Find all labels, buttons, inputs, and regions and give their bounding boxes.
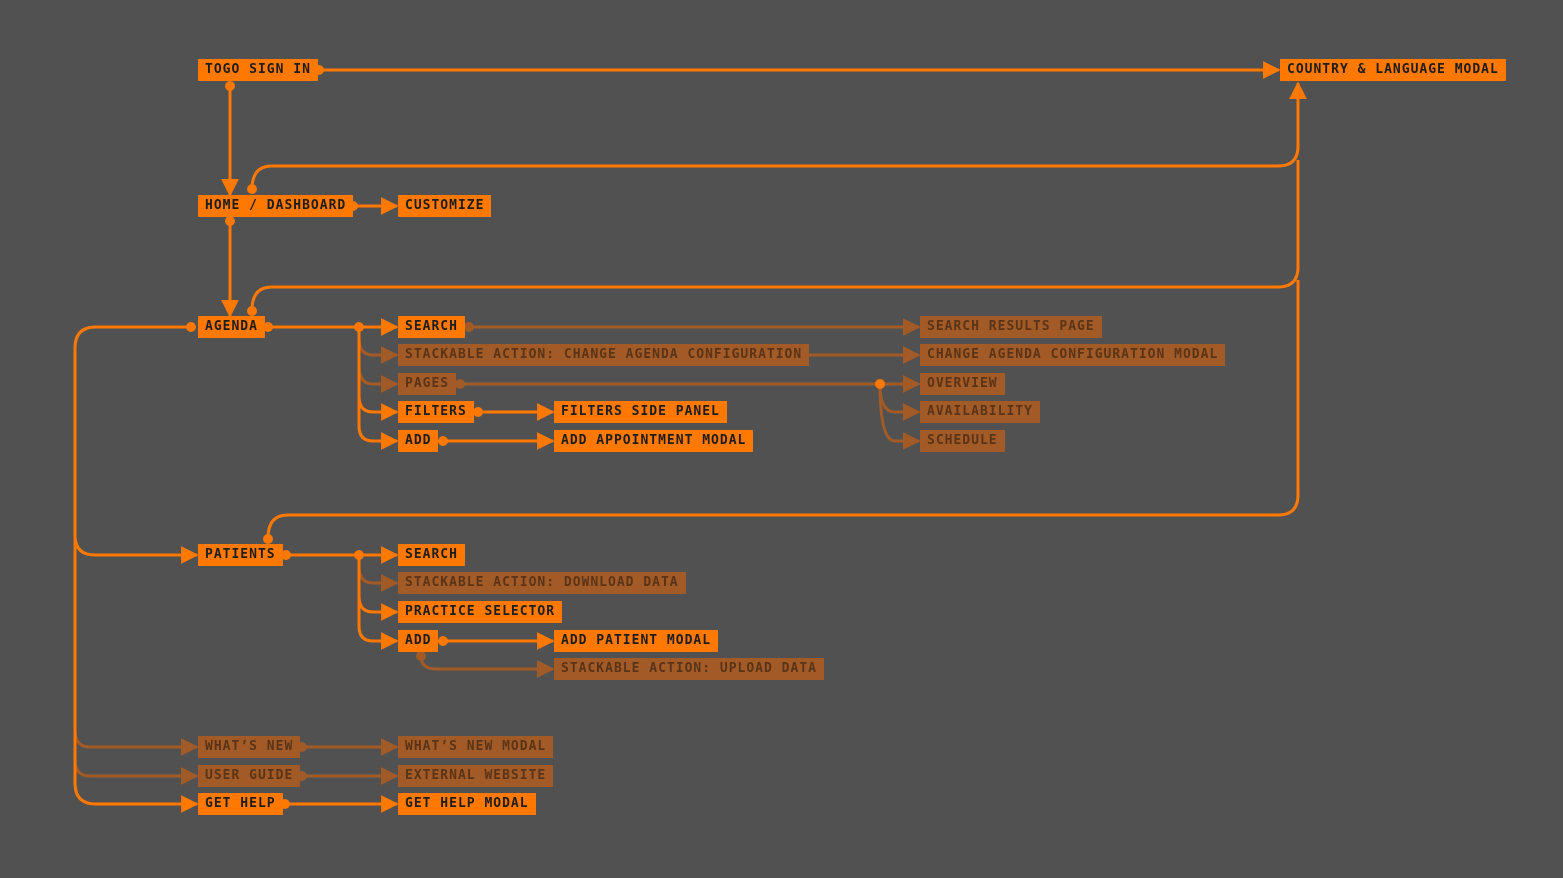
node-togo-sign-in[interactable]: TOGO SIGN IN — [198, 59, 318, 81]
node-filters[interactable]: FILTERS — [398, 401, 474, 423]
edge-agenda-country — [250, 160, 1300, 311]
node-practice-selector[interactable]: PRACTICE SELECTOR — [398, 601, 563, 623]
node-stackable-upload[interactable]: STACKABLE ACTION: UPLOAD DATA — [554, 658, 824, 680]
node-agenda[interactable]: AGENDA — [198, 316, 265, 338]
node-overview[interactable]: OVERVIEW — [920, 373, 1005, 395]
edge-root-userguide — [73, 759, 199, 785]
node-change-agenda-modal[interactable]: CHANGE AGENDA CONFIGURATION MODAL — [920, 344, 1226, 366]
edge-agenda-add — [357, 425, 399, 450]
node-add-patient-modal[interactable]: ADD PATIENT MODAL — [554, 630, 719, 652]
node-home-dashboard[interactable]: HOME / DASHBOARD — [198, 195, 354, 217]
edge-patients-download — [357, 565, 399, 592]
node-add-appointment-modal[interactable]: ADD APPOINTMENT MODAL — [554, 430, 754, 452]
node-agenda-search[interactable]: SEARCH — [398, 316, 465, 338]
node-stackable-download[interactable]: STACKABLE ACTION: DOWNLOAD DATA — [398, 572, 686, 594]
edge-root-whatsnew — [73, 729, 199, 756]
edge-add-upload — [416, 651, 555, 678]
node-country-language-modal[interactable]: COUNTRY & LANGUAGE MODAL — [1280, 59, 1506, 81]
edge-patients-add — [357, 625, 399, 650]
junction-patients — [354, 550, 364, 560]
node-patients-search[interactable]: SEARCH — [398, 544, 465, 566]
edge-agenda-root-loop — [73, 322, 199, 813]
node-schedule[interactable]: SCHEDULE — [920, 430, 1005, 452]
node-agenda-add[interactable]: ADD — [398, 430, 439, 452]
edge-agenda-pages — [357, 365, 399, 393]
node-availability[interactable]: AVAILABILITY — [920, 401, 1040, 423]
edge-patients-country — [266, 280, 1300, 539]
node-get-help[interactable]: GET HELP — [198, 793, 283, 815]
edge-root-patients — [73, 534, 199, 564]
edge-agenda-filters — [357, 395, 399, 421]
edge-pages-schedule — [878, 383, 921, 450]
edge-agenda-stackable — [357, 337, 399, 364]
edge-pages-availability — [878, 383, 921, 421]
junction-pages — [875, 379, 885, 389]
junction-agenda — [354, 322, 364, 332]
node-filters-side-panel[interactable]: FILTERS SIDE PANEL — [554, 401, 727, 423]
node-whats-new[interactable]: WHAT’S NEW — [198, 736, 301, 758]
node-patients[interactable]: PATIENTS — [198, 544, 283, 566]
node-customize[interactable]: CUSTOMIZE — [398, 195, 492, 217]
node-search-results-page[interactable]: SEARCH RESULTS PAGE — [920, 316, 1102, 338]
dot-patients-up — [263, 534, 273, 544]
edge-home-country — [247, 81, 1307, 194]
node-get-help-modal[interactable]: GET HELP MODAL — [398, 793, 536, 815]
node-pages[interactable]: PAGES — [398, 373, 457, 395]
node-patients-add[interactable]: ADD — [398, 630, 439, 652]
edge-patients-practice — [357, 595, 399, 621]
node-user-guide[interactable]: USER GUIDE — [198, 765, 301, 787]
node-stackable-change-agenda[interactable]: STACKABLE ACTION: CHANGE AGENDA CONFIGUR… — [398, 344, 810, 366]
node-whats-new-modal[interactable]: WHAT’S NEW MODAL — [398, 736, 554, 758]
dot-agenda-up — [247, 306, 257, 316]
node-external-website[interactable]: EXTERNAL WEBSITE — [398, 765, 554, 787]
